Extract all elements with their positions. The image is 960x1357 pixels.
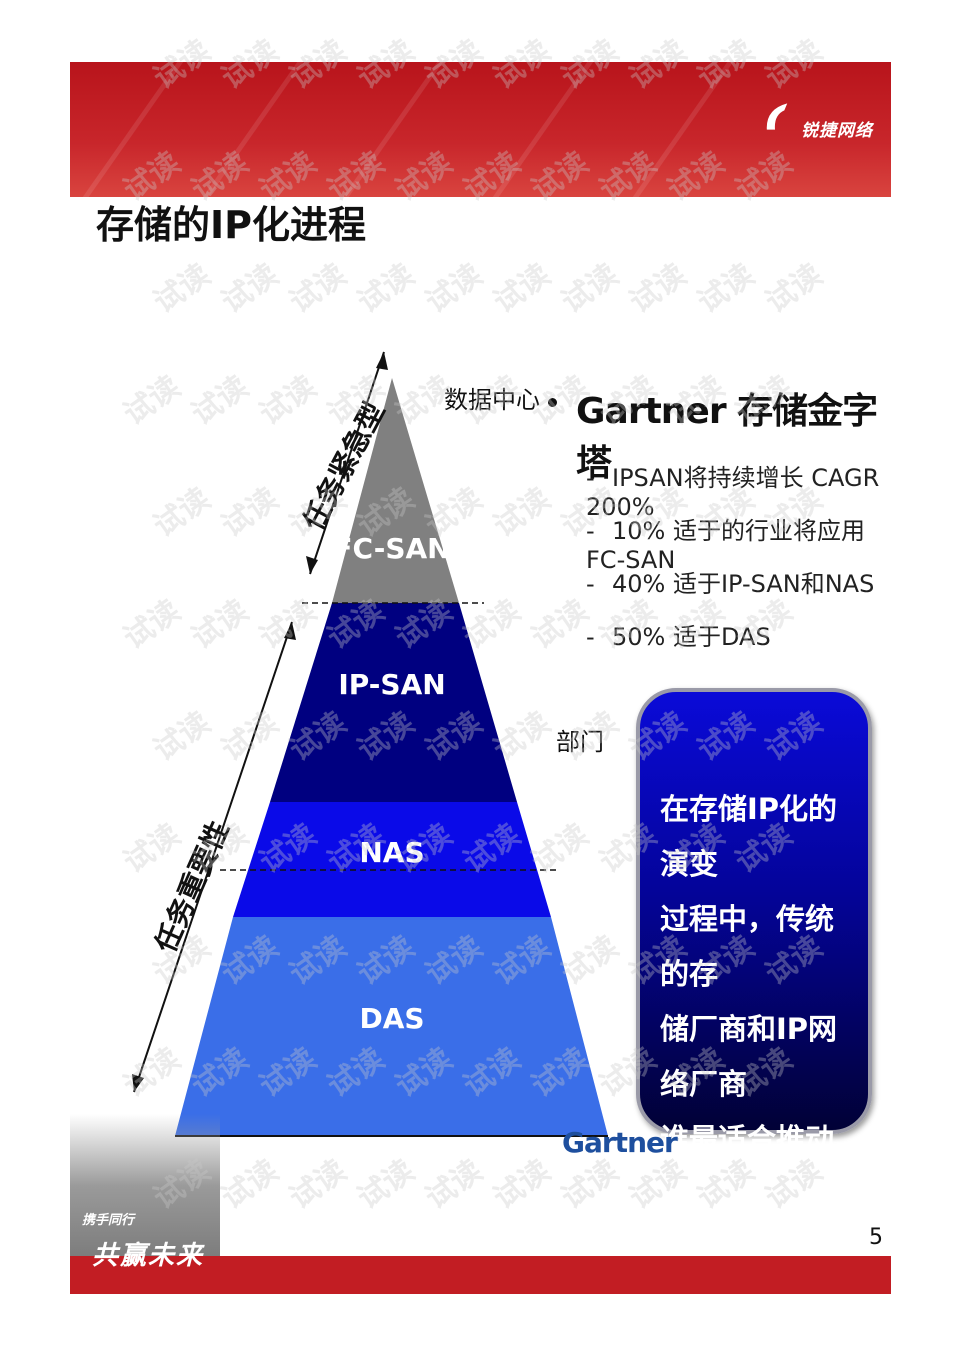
list-item: -40% 适于IP-SAN和NAS <box>586 570 875 598</box>
footer-band <box>70 1256 891 1294</box>
page-title: 存储的IP化进程 <box>96 203 366 247</box>
list-item: -IPSAN将持续增长 CAGR 200% <box>586 464 880 521</box>
layer-label-fc-san: FC-SAN <box>333 532 451 565</box>
label-data-center: 数据中心 <box>444 386 540 414</box>
pyramid-layer-nas <box>233 802 551 917</box>
slide: 锐捷网络 存储的IP化进程 FC-SAN IP-SAN NAS DAS 任务紧急… <box>70 62 891 1294</box>
label-department: 部门 <box>556 728 604 756</box>
callout-text: 在存储IP化的演变 过程中，传统的存 储厂商和IP网络厂商 谁最适合推动这个 过… <box>660 792 838 1266</box>
question-callout: 在存储IP化的演变 过程中，传统的存 储厂商和IP网络厂商 谁最适合推动这个 过… <box>636 688 872 1266</box>
layer-label-ip-san: IP-SAN <box>338 668 446 701</box>
slogan-large: 共赢未来 <box>92 1241 205 1271</box>
bullet-title: Gartner 存储金字塔 <box>576 391 878 484</box>
layer-label-nas: NAS <box>359 836 425 869</box>
pyramid-layer-ip-san <box>270 603 517 802</box>
storage-pyramid <box>132 351 608 1137</box>
pyramid-layer-das <box>175 917 608 1136</box>
bullet-dot-icon <box>548 398 557 407</box>
layer-label-das: DAS <box>359 1002 425 1035</box>
importance-arrow <box>133 621 293 1093</box>
urgency-arrow <box>309 351 385 575</box>
gartner-logo: Gartner <box>562 1126 678 1159</box>
pyramid-layer-fc-san <box>332 378 459 603</box>
company-logo-icon <box>766 103 788 130</box>
list-item: -50% 适于DAS <box>586 623 771 651</box>
header-band <box>70 62 891 197</box>
slogan-small: 携手同行 <box>82 1213 135 1228</box>
page-number: 5 <box>869 1225 883 1250</box>
company-logo-text: 锐捷网络 <box>801 121 873 141</box>
list-item: -10% 适于的行业将应用FC-SAN <box>586 517 865 574</box>
